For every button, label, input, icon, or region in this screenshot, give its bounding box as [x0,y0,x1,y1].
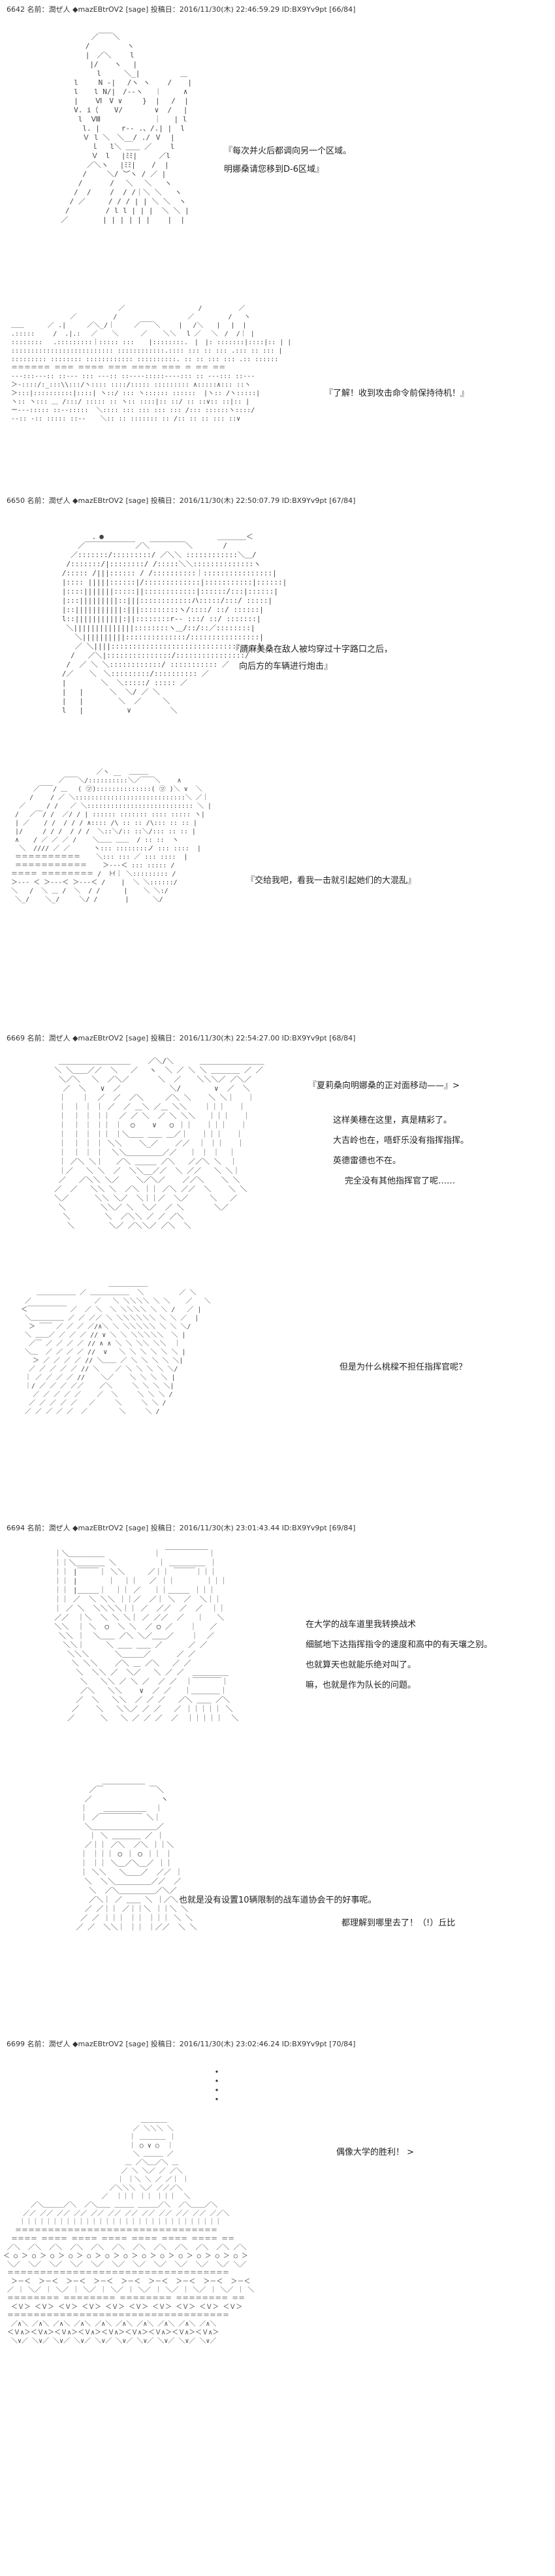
dialog-line: 但是为什么桃樑不担任指挥官呢？ [340,1362,468,1372]
dialog-line: 『交给我吧，看我一击就引起她们的大混乱』 [246,876,417,886]
dialog-line: 英德雷德也不在。 [333,1156,402,1166]
ascii-art-character-6: ｜＼＿＿＿＿＿ ｜ ￣￣￣￣￣￣｜ ｜｜＼＿＿＿＿ ＼ ｜ ＿＿＿＿＿ ｜ ｜｜… [54,1549,239,1722]
dialog-line: 『請麻美桑在敌人被均穿过十字路口之后， [231,645,393,654]
dialog-line: 大吉岭也在，唔虾乐没有指挥指挥。 [333,1136,469,1146]
dialog-line: 细腻地下达指挥指令的速度和高中的有天壤之别。 [306,1640,493,1650]
ascii-art-group-1: ／ / ／ ／ / ／ / ヽ ＿＿ ／ .| ／＼_/｜ ／￣￣＼ | /＼ … [11,305,292,423]
post-header-1: 6642 名前：潤ぜ人 ◆mazEBtrOV2 [sage] 投稿日：2016/… [7,5,356,14]
dialog-line: 『夏莉桑向明娜桑的正对面移动——』> [308,1081,460,1091]
ascii-art-character-3: ／ヽ __ ＿＿＿ ／￣￣＼/::::::::::＼／￣￣＼ ∧ ／￣￣/ ＿ … [11,769,212,903]
ellipsis-dots: ・ ・ ・ ・ [212,2066,223,2106]
dialog-line: 『每次并火后都调向另一个区域。 [224,146,352,156]
ascii-art-character-1: ／￣￣＼ / ヽ | ／＼ l |/ ヽ | l ＼_| ＿ l N -| /ヽ… [61,33,192,224]
ascii-art-character-4: ＿＿＿＿＿＿＿＿＿＿ ／＼/＼ ＿＿＿＿＿＿＿＿＿ ＼ ＼＿＿／／ ＼ ／ ヽ … [54,1057,264,1230]
ascii-art-character-5: ＿＿＿＿＿＿ ＿＿＿＿＿＿ ／ ＿＿＿＿＿＿ ＼ ／ ＼ ／ ／ ＼ ＼＼＼＼ … [21,1281,211,1415]
dialog-line: 也就算天也就能乐绝对叫了。 [306,1660,417,1670]
dialog-line: 偶像大学的胜利！ > [336,2148,415,2157]
dialog-line: 嘛，也就是作为队长的问题。 [306,1681,417,1690]
dialog-line: 也就是没有设置10辆限制的战车道协会干的好事呢。 [179,1895,377,1905]
dialog-line: 都理解到哪里去了！（!）丘比 [341,1918,456,1928]
dialog-line: 这样美穗在这里，真是精彩了。 [333,1116,452,1125]
dialog-line: 『了解！收到攻击命令前保持待机！』 [325,389,469,398]
post-header-3: 6669 名前：潤ぜ人 ◆mazEBtrOV2 [sage] 投稿日：2016/… [7,1034,356,1042]
dialog-line: 向后方的车辆进行炮击』 [239,662,333,671]
post-header-2: 6650 名前：潤ぜ人 ◆mazEBtrOV2 [sage] 投稿日：2016/… [7,496,356,505]
ascii-art-character-7: ＿＿＿＿＿＿ ／￣ ￣＼ ／ ヽ ｜ ＿＿＿＿＿＿ ｜ ｜ ／￣￣￣￣￣￣ ＼｜… [76,1777,197,1931]
ascii-art-character-2: ．● ＿＿＿＿＜ ／￣￣￣￣￣￣￣／＼￣￣￣￣￣＼ / ／:::::::/:::… [61,532,287,715]
post-header-5: 6699 名前：潤ぜ人 ◆mazEBtrOV2 [sage] 投稿日：2016/… [7,2040,356,2048]
dialog-line: 完全没有其他指挥官了呢…… [345,1176,456,1186]
dialog-line: 明娜桑请您移到D-6区域』 [224,165,324,174]
post-header-4: 6694 名前：潤ぜ人 ◆mazEBtrOV2 [sage] 投稿日：2016/… [7,1524,356,1532]
dialog-line: 在大学的战车道里我转换战术 [306,1620,417,1630]
ascii-art-crowd: ＿＿＿＿ ／ ＼＼＼ ＼ ｜ ＿＿＿＿ ｜ ｜ ○ ∨ ○ ｜ ＼ ＿＿＿ ／ [3,2117,255,2345]
